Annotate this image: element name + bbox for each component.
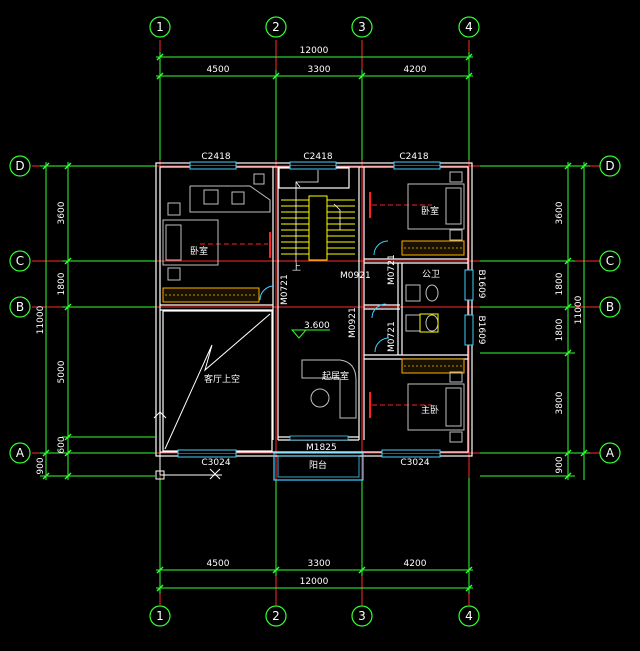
axis-label-1-bottom: 1 — [156, 609, 164, 623]
dim-top-1: 4500 — [207, 65, 230, 75]
doors — [200, 192, 432, 441]
ucs-icon — [153, 411, 222, 480]
axis-label-1-top: 1 — [156, 20, 164, 34]
dim-left-3: 5000 — [57, 360, 67, 383]
void-symbol — [164, 313, 271, 450]
window-label-c2418-3: C2418 — [399, 152, 428, 162]
dimension-ticks — [42, 53, 588, 592]
room-label-toilet: 公卫 — [422, 269, 440, 280]
door-label-m0921-top: M0921 — [340, 271, 371, 281]
dim-bottom-1: 4500 — [207, 559, 230, 569]
dimension-lines — [40, 52, 590, 594]
axis-label-C-left: C — [16, 254, 24, 268]
axis-bubbles — [9, 16, 621, 627]
door-label-m0921-mid: M0921 — [348, 307, 358, 338]
room-label-living: 起居室 — [322, 370, 349, 382]
axis-label-A-right: A — [606, 446, 615, 460]
window-b1609-1 — [464, 269, 474, 301]
dim-left-5: 900 — [36, 457, 46, 474]
dim-right-3: 1800 — [555, 318, 565, 341]
window-label-b1609-1: B1609 — [476, 269, 486, 298]
elevation-mark: 3.600 — [290, 321, 330, 339]
room-label-bedroom-ne: 卧室 — [421, 205, 439, 217]
window-label-c3024-2: C3024 — [400, 458, 429, 468]
door-label-m1825: M1825 — [306, 443, 337, 453]
furniture — [162, 171, 465, 443]
window-label-b1609-2: B1609 — [476, 315, 486, 344]
dim-total-bottom: 12000 — [300, 577, 329, 587]
dim-right-2: 1800 — [555, 272, 565, 295]
dim-bottom-2: 3300 — [308, 559, 331, 569]
elevation-label: 3.600 — [304, 321, 330, 331]
axis-label-2-bottom: 2 — [272, 609, 280, 623]
room-label-bedroom-nw: 卧室 — [190, 245, 208, 257]
dim-left-2: 1800 — [57, 272, 67, 295]
axis-label-A-left: A — [16, 446, 25, 460]
door-label-m0721-right-top: M0721 — [387, 254, 397, 285]
stair — [281, 195, 355, 261]
axis-label-B-right: B — [606, 300, 614, 314]
dim-top-3: 4200 — [404, 65, 427, 75]
door-label-m0721-right-bottom: M0721 — [387, 321, 397, 352]
room-label-master: 主卧 — [421, 404, 439, 416]
axis-label-B-left: B — [16, 300, 24, 314]
room-label-void: 客厅上空 — [204, 373, 240, 385]
window-label-c2418-1: C2418 — [201, 152, 230, 162]
dim-left-4: 600 — [57, 436, 67, 453]
dim-right-5: 900 — [555, 456, 565, 473]
balcony — [273, 452, 364, 481]
stair-up-label: 上 — [292, 262, 301, 273]
axis-label-3-top: 3 — [358, 20, 366, 34]
window-label-c3024-1: C3024 — [201, 458, 230, 468]
axis-label-4-bottom: 4 — [465, 609, 473, 623]
axis-label-D-right: D — [605, 159, 614, 173]
dim-total-depth-left: 11000 — [36, 305, 46, 334]
dim-right-4: 3800 — [555, 391, 565, 414]
dim-left-1: 3600 — [57, 201, 67, 224]
room-label-balcony: 阳台 — [309, 459, 327, 471]
window-b1609-2 — [464, 314, 474, 346]
axis-label-D-left: D — [15, 159, 24, 173]
dim-total-depth-right: 11000 — [574, 295, 584, 324]
axis-label-C-right: C — [606, 254, 614, 268]
axis-label-4-top: 4 — [465, 20, 473, 34]
axis-label-3-bottom: 3 — [358, 609, 366, 623]
dim-right-1: 3600 — [555, 201, 565, 224]
dim-total-top: 12000 — [300, 46, 329, 56]
door-label-m0721-left: M0721 — [280, 274, 290, 305]
dim-bottom-3: 4200 — [404, 559, 427, 569]
window-label-c2418-2: C2418 — [303, 152, 332, 162]
axis-label-2-top: 2 — [272, 20, 280, 34]
dim-top-2: 3300 — [308, 65, 331, 75]
